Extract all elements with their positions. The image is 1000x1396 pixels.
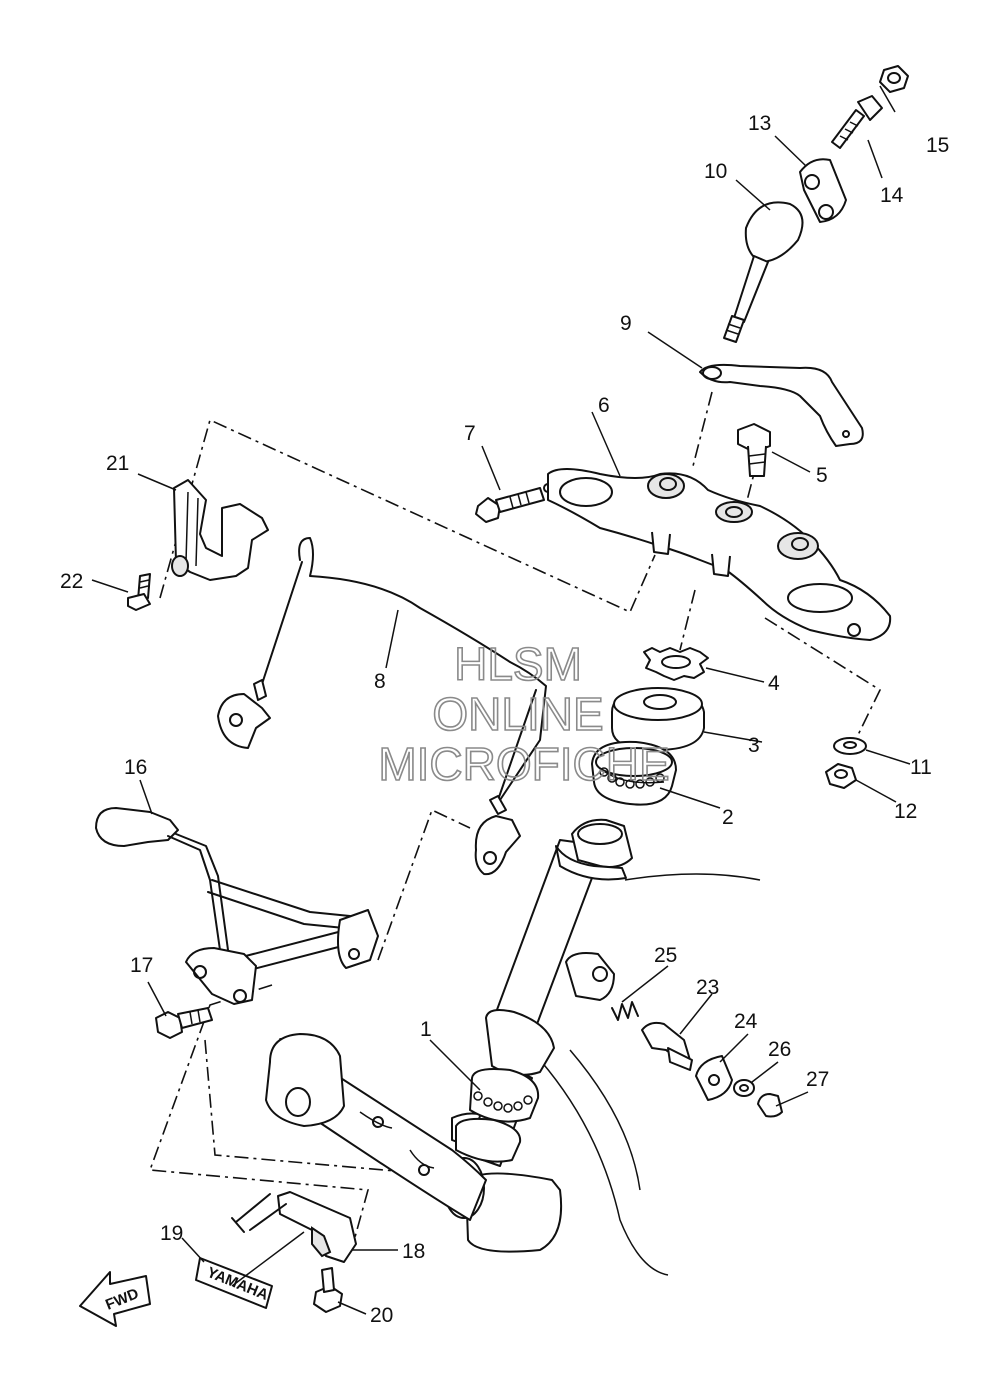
part-16-stay — [95, 807, 379, 1005]
callout-23: 23 — [696, 976, 719, 999]
part-21-bracket — [171, 479, 269, 581]
part-11-washer — [833, 737, 867, 755]
callout-7: 7 — [464, 422, 476, 445]
part-17-bolt — [155, 1007, 213, 1039]
callout-26: 26 — [768, 1038, 791, 1061]
leader-lines — [91, 85, 911, 1315]
part-1-stem — [265, 818, 633, 1253]
callout-11: 11 — [910, 756, 932, 779]
callout-17: 17 — [130, 954, 153, 977]
part-4-ring-nut — [643, 647, 709, 681]
callout-3: 3 — [748, 734, 760, 757]
part-14-bolt — [831, 95, 883, 149]
callout-25: 25 — [654, 944, 677, 967]
part-2-bearing — [591, 740, 677, 806]
callout-4: 4 — [768, 672, 780, 695]
callout-numbers: 1 2 3 4 5 6 7 8 9 10 11 12 13 14 15 16 1… — [60, 112, 949, 1327]
callout-13: 13 — [748, 112, 771, 135]
callout-10: 10 — [704, 160, 727, 183]
callout-9: 9 — [620, 312, 632, 335]
callout-16: 16 — [124, 756, 147, 779]
part-12-nut — [825, 763, 857, 789]
callout-21: 21 — [106, 452, 129, 475]
callout-27: 27 — [806, 1068, 829, 1091]
callout-1: 1 — [420, 1018, 432, 1041]
frame-outline — [539, 873, 761, 1276]
part-8-cable — [217, 537, 547, 876]
watermark-line-1: HLSM — [454, 638, 582, 690]
callout-24: 24 — [734, 1010, 758, 1033]
callout-12: 12 — [894, 800, 917, 823]
part-26-washer — [733, 1079, 755, 1097]
watermark-line-3: MICROFICHE — [378, 738, 669, 790]
fwd-arrow: FWD — [79, 1271, 151, 1327]
part-22-bolt — [127, 573, 151, 611]
part-3-cover — [611, 687, 705, 751]
part-19-decal: YAMAHA — [195, 1257, 273, 1309]
part-23-lock — [641, 1021, 693, 1071]
callout-6: 6 — [598, 394, 610, 417]
part-25-spring — [611, 1001, 639, 1021]
watermark-line-2: ONLINE — [432, 688, 603, 740]
part-9-plate — [699, 363, 864, 447]
part-5-bolt — [737, 423, 771, 477]
part-7-bolt — [475, 483, 553, 523]
callout-2: 2 — [722, 806, 734, 829]
part-6-upper-bracket — [547, 468, 892, 641]
callout-5: 5 — [816, 464, 828, 487]
callout-15: 15 — [926, 134, 949, 157]
part-20-bolt — [313, 1267, 343, 1313]
part-24-cover — [695, 1055, 733, 1101]
callout-20: 20 — [370, 1304, 393, 1327]
callout-19: 19 — [160, 1222, 183, 1245]
watermark: HLSM ONLINE MICROFICHE — [378, 637, 671, 791]
callout-22: 22 — [60, 570, 83, 593]
callout-8: 8 — [374, 670, 386, 693]
part-10-holder — [723, 201, 804, 343]
part-13-clamp — [799, 158, 847, 223]
callout-18: 18 — [402, 1240, 425, 1263]
part-18-bracket — [231, 1191, 357, 1263]
part-15-nut — [879, 65, 909, 93]
callout-14: 14 — [880, 184, 904, 207]
